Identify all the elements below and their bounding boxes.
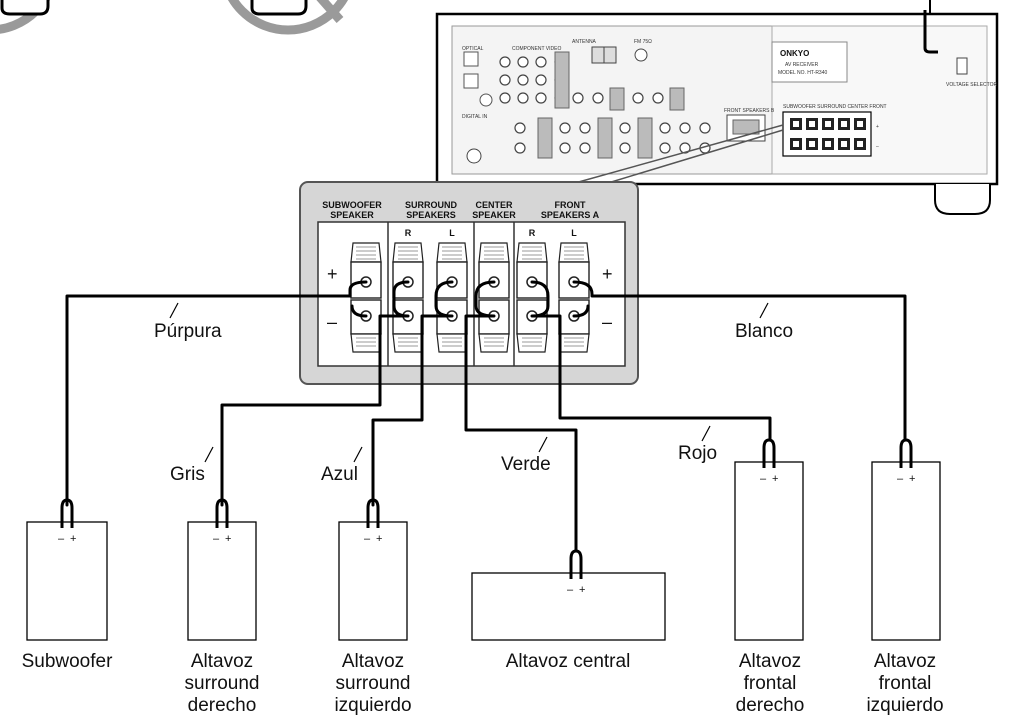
terminal-minus-left: – <box>327 312 337 332</box>
terminal-panel: SUBWOOFER SPEAKER SURROUND SPEAKERS CENT… <box>299 181 639 385</box>
terminal-plus-right: + <box>602 264 613 284</box>
speaker-label-line: frontal <box>879 673 932 694</box>
polarity-minus: – <box>364 533 371 545</box>
speaker-box <box>871 461 941 641</box>
speaker-box <box>26 521 108 641</box>
terminal-post-3 <box>436 242 468 353</box>
channel-label-surround-r: R <box>405 228 412 238</box>
channel-label-front-l: L <box>571 228 577 238</box>
terminal-group-3-line2: SPEAKER <box>472 210 516 220</box>
terminal-minus-right: – <box>602 312 612 332</box>
speaker-label-line: Altavoz <box>739 651 801 672</box>
polarity-minus: – <box>567 584 574 596</box>
terminal-group-2-line2: SPEAKERS <box>406 210 456 220</box>
terminal-post-6 <box>558 242 590 353</box>
terminal-plus-left: + <box>327 264 338 284</box>
receiver-rear-panel: OPTICAL DIGITAL IN COMPONENT VIDEO ANTEN… <box>435 0 999 215</box>
terminal-group-4-line2: SPEAKERS A <box>541 210 600 220</box>
zoom-callout-lines <box>574 124 784 184</box>
speaker-label-line: izquierdo <box>866 695 943 716</box>
voltage-selector-label: VOLTAGE SELECTOR <box>946 82 998 88</box>
speaker-label-line: derecho <box>188 695 257 716</box>
speaker-box <box>734 461 804 641</box>
crossed-circle-icon-right <box>227 0 349 35</box>
polarity-plus: + <box>376 533 382 545</box>
polarity-plus: + <box>909 473 915 485</box>
svg-text:DIGITAL IN: DIGITAL IN <box>462 114 488 120</box>
speaker-label-line: izquierdo <box>334 695 411 716</box>
polarity-plus: + <box>772 473 778 485</box>
terminal-posts <box>350 242 590 353</box>
channel-label-front-r: R <box>529 228 536 238</box>
wire-label-azul: Azul <box>321 464 358 485</box>
speaker-label-line: surround <box>336 673 411 694</box>
speaker-label-line: Altavoz <box>874 651 936 672</box>
svg-text:–: – <box>876 144 879 150</box>
front-speakers-b-label: FRONT SPEAKERS B <box>724 108 775 114</box>
wire-label-verde: Verde <box>501 454 551 475</box>
antenna-label: ANTENNA <box>572 39 597 45</box>
terminal-post-2 <box>392 242 424 353</box>
brand-label: ONKYO <box>780 49 809 58</box>
speaker-label-line: derecho <box>736 695 805 716</box>
wire-label-blanco: Blanco <box>735 321 793 342</box>
fm-label: FM 75Ω <box>634 39 652 45</box>
model-line1: AV RECEIVER <box>785 62 819 68</box>
svg-text:OPTICAL: OPTICAL <box>462 46 484 52</box>
speaker-connector <box>899 438 913 468</box>
speaker-box <box>338 521 408 641</box>
polarity-minus: – <box>58 533 65 545</box>
speaker-connector <box>762 438 776 468</box>
terminal-group-3-line1: CENTER <box>475 200 513 210</box>
speaker-label-line: Subwoofer <box>22 651 114 672</box>
speaker-1: –+ Subwoofer <box>22 498 114 672</box>
terminal-post-5 <box>516 242 548 353</box>
terminal-group-4-line1: FRONT <box>555 200 586 210</box>
polarity-minus: – <box>897 473 904 485</box>
terminal-post-4 <box>478 242 510 353</box>
polarity-minus: – <box>760 473 767 485</box>
svg-text:SUBWOOFER SURROUND CENTER FRON: SUBWOOFER SURROUND CENTER FRONT <box>783 104 887 110</box>
wire-label-purpura: Púrpura <box>154 321 222 342</box>
speaker-label-line: Altavoz <box>191 651 253 672</box>
wire-labels: Púrpura Blanco Gris Azul Verde Rojo <box>154 302 793 485</box>
speaker-label-line: Altavoz <box>342 651 404 672</box>
speaker-4: –+ Altavoz central <box>471 549 666 672</box>
speaker-connector <box>60 498 74 528</box>
svg-text:COMPONENT VIDEO: COMPONENT VIDEO <box>512 46 561 52</box>
speaker-connector <box>569 549 583 579</box>
channel-label-surround-l: L <box>449 228 455 238</box>
speaker-label-line: surround <box>185 673 260 694</box>
speaker-connector <box>366 498 380 528</box>
speaker-label-line: frontal <box>744 673 797 694</box>
polarity-plus: + <box>70 533 76 545</box>
terminal-group-1-line1: SUBWOOFER <box>322 200 382 210</box>
crossed-circle-icon-left <box>0 0 51 34</box>
speakers: –+Subwoofer–+Altavozsurroundderecho–+Alt… <box>22 438 944 716</box>
polarity-plus: + <box>225 533 231 545</box>
polarity-plus: + <box>579 584 585 596</box>
terminal-post-1 <box>350 242 382 353</box>
speaker-label-line: Altavoz central <box>506 651 631 672</box>
model-line2: MODEL NO. HT-R340 <box>778 70 827 76</box>
terminal-group-1-line2: SPEAKER <box>330 210 374 220</box>
speaker-connector <box>215 498 229 528</box>
speaker-box <box>187 521 257 641</box>
terminal-group-2-line1: SURROUND <box>405 200 458 210</box>
speaker-box <box>471 572 666 641</box>
wire-label-gris: Gris <box>170 464 205 485</box>
svg-text:+: + <box>876 124 879 130</box>
speaker-wires <box>65 280 907 552</box>
wire-label-rojo: Rojo <box>678 443 717 464</box>
polarity-minus: – <box>213 533 220 545</box>
